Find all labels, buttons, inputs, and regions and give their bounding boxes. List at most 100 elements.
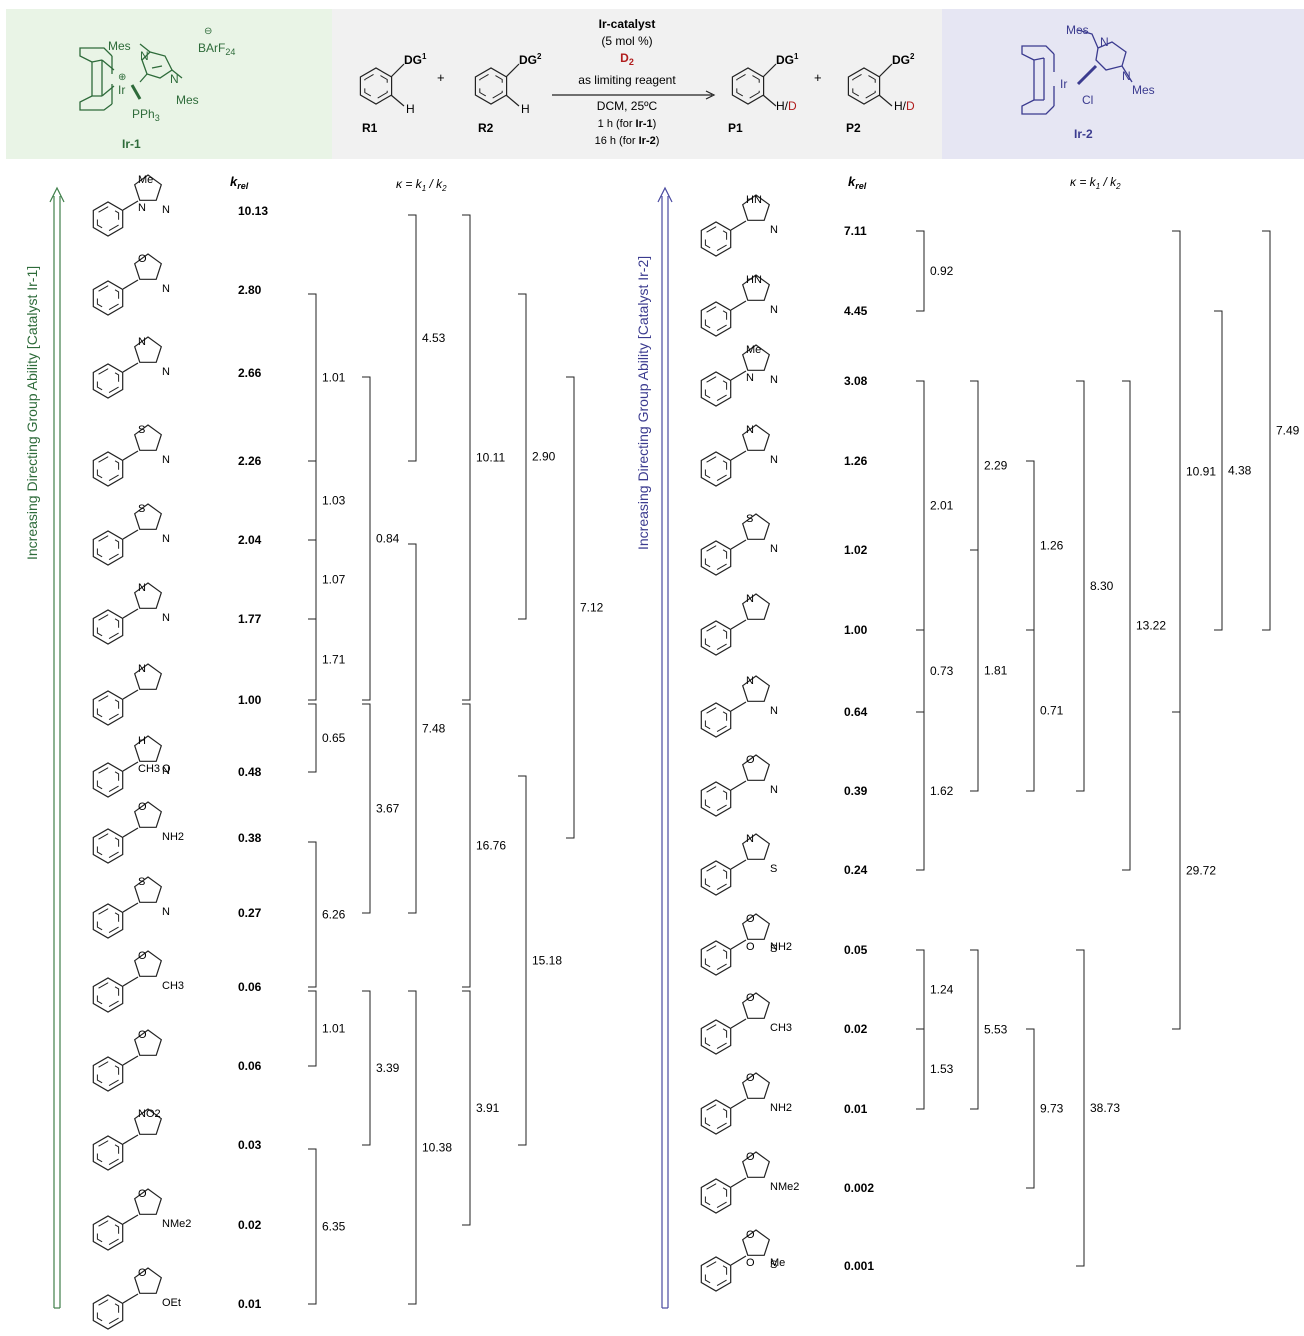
left-krel-header: krel xyxy=(230,174,249,191)
left-row-13-dg-ring xyxy=(133,1188,163,1215)
right-row-9-atom-label: O xyxy=(746,941,755,953)
right-krel-value: 0.02 xyxy=(844,1022,868,1036)
ir1-labels: Mes N N Mes Ir ⊕ PPh3 ⊖ BArF24 Ir-1 xyxy=(108,26,235,151)
right-kappa-value: 8.30 xyxy=(1090,579,1114,593)
left-row-2-atom-label: N xyxy=(138,336,146,348)
left-row-1-atom-label: N xyxy=(162,283,170,295)
p1-hd: H/D xyxy=(776,99,797,113)
p1-dg: DG1 xyxy=(776,52,799,67)
left-krel-value: 0.27 xyxy=(238,906,262,920)
right-row-8-atom-label: S xyxy=(770,863,777,875)
right-row-2-atom-label: Me xyxy=(746,344,761,356)
ir2-metal: Ir xyxy=(1060,77,1067,91)
right-row-8-benzene-ring xyxy=(700,860,732,896)
right-row-9-bond xyxy=(730,939,747,950)
left-row-2-dg-ring xyxy=(133,336,163,363)
left-kappa-bracket: 15.18 xyxy=(518,775,562,1146)
right-row-11-dg-ring xyxy=(741,1072,771,1099)
right-row-7-benzene-ring xyxy=(700,781,732,817)
right-row-2-bond xyxy=(730,370,747,381)
left-row-10-atom-label: O xyxy=(138,950,147,962)
right-kappa-value: 4.38 xyxy=(1228,464,1252,478)
left-kappa-value: 1.03 xyxy=(322,494,346,508)
left-row-2-atom-label: N xyxy=(162,366,170,378)
r1-dg: DG1 xyxy=(404,52,427,67)
left-row-14-dg-ring xyxy=(133,1267,163,1294)
right-kappa-header: κ = k1 / k2 xyxy=(1070,175,1121,191)
left-row-7-atom-label: H xyxy=(138,735,146,747)
right-row-11-atom-label: O xyxy=(746,1072,755,1084)
ir1-n-label: N xyxy=(140,49,149,63)
r1-label: R1 xyxy=(362,121,378,135)
limiting-reagent: as limiting reagent xyxy=(578,73,676,87)
ir1-ligand: PPh3 xyxy=(132,107,160,123)
ir2-mes-top: Mes xyxy=(1066,23,1089,37)
left-row-12-benzene-ring xyxy=(92,1135,124,1171)
right-row-9-benzene-ring xyxy=(700,940,732,976)
ir1-counterion: BArF24 xyxy=(198,41,235,57)
ir1-charge-plus: ⊕ xyxy=(118,72,126,83)
left-krel-value: 10.13 xyxy=(238,204,268,218)
right-axis-label: Increasing Directing Group Ability [Cata… xyxy=(635,256,651,550)
left-row-7-dg-ring xyxy=(133,735,163,762)
left-krel-value: 2.04 xyxy=(238,533,262,547)
left-krel-value: 0.48 xyxy=(238,765,262,779)
left-axis: Increasing Directing Group Ability [Cata… xyxy=(24,186,65,1309)
right-row-0-benzene-ring xyxy=(700,221,732,257)
left-row-9-benzene-ring xyxy=(92,903,124,939)
time-ir2: 16 h (for Ir-2) xyxy=(595,135,660,147)
right-row-4-bond xyxy=(730,539,747,550)
ir1-mes-bottom: Mes xyxy=(176,93,199,107)
left-row-6-benzene-ring xyxy=(92,690,124,726)
right-row-2-dg-ring xyxy=(741,344,771,371)
right-kappa-bracket: 1.24 xyxy=(916,949,954,1030)
right-kappa-bracket: 1.81 xyxy=(970,549,1008,792)
right-row-12-dg-ring xyxy=(741,1151,771,1178)
right-kappa-bracket: 0.73 xyxy=(916,629,954,713)
left-row-13-atom-label: NMe2 xyxy=(162,1218,191,1230)
left-row-6-dg-ring xyxy=(133,663,163,690)
left-krel-value: 0.06 xyxy=(238,1059,262,1073)
left-row-5-dg-ring xyxy=(133,582,163,609)
left-row-4-atom-label: S xyxy=(138,503,145,515)
right-row-2-atom-label: N xyxy=(746,372,754,384)
right-row-11-benzene-ring xyxy=(700,1099,732,1135)
plus-1: + xyxy=(437,70,445,85)
right-row-7-dg-ring xyxy=(741,754,771,781)
left-kappa-bracket: 7.48 xyxy=(408,543,446,914)
left-kappa-value: 1.01 xyxy=(322,371,346,385)
ir1-metal: Ir xyxy=(118,83,125,97)
right-row-11-bond xyxy=(730,1098,747,1109)
left-kappa-bracket: 10.38 xyxy=(408,990,452,1305)
left-krel-value: 0.01 xyxy=(238,1297,262,1311)
left-row-11-benzene-ring xyxy=(92,1056,124,1092)
left-kappa-value: 15.18 xyxy=(532,954,562,968)
right-kappa-bracket: 8.30 xyxy=(1076,380,1114,792)
left-row-6-bond xyxy=(122,689,139,700)
right-row-1-dg-ring xyxy=(741,274,771,301)
left-kappa-value: 3.67 xyxy=(376,802,400,816)
left-row-7-benzene-ring xyxy=(92,762,124,798)
left-kappa-value: 1.01 xyxy=(322,1022,346,1036)
left-kappa-bracket: 1.71 xyxy=(308,618,346,701)
right-row-10-bond xyxy=(730,1018,747,1029)
left-brackets: 1.011.031.071.710.656.261.016.350.843.67… xyxy=(308,214,604,1305)
right-kappa-bracket: 10.91 xyxy=(1172,230,1216,713)
right-krel-value: 7.11 xyxy=(844,224,867,238)
ir2-n2-label: N xyxy=(1122,69,1131,83)
right-row-1-atom-label: HN xyxy=(746,274,762,286)
left-kappa-value: 0.84 xyxy=(376,532,400,546)
r2-h: H xyxy=(521,102,530,116)
right-row-6-atom-label: N xyxy=(746,675,754,687)
left-row-4-dg-ring xyxy=(133,503,163,530)
left-row-3-atom-label: N xyxy=(162,454,170,466)
left-kappa-bracket: 1.03 xyxy=(308,460,346,541)
right-kappa-value: 1.53 xyxy=(930,1062,954,1076)
right-row-13-dg-ring xyxy=(741,1229,771,1256)
